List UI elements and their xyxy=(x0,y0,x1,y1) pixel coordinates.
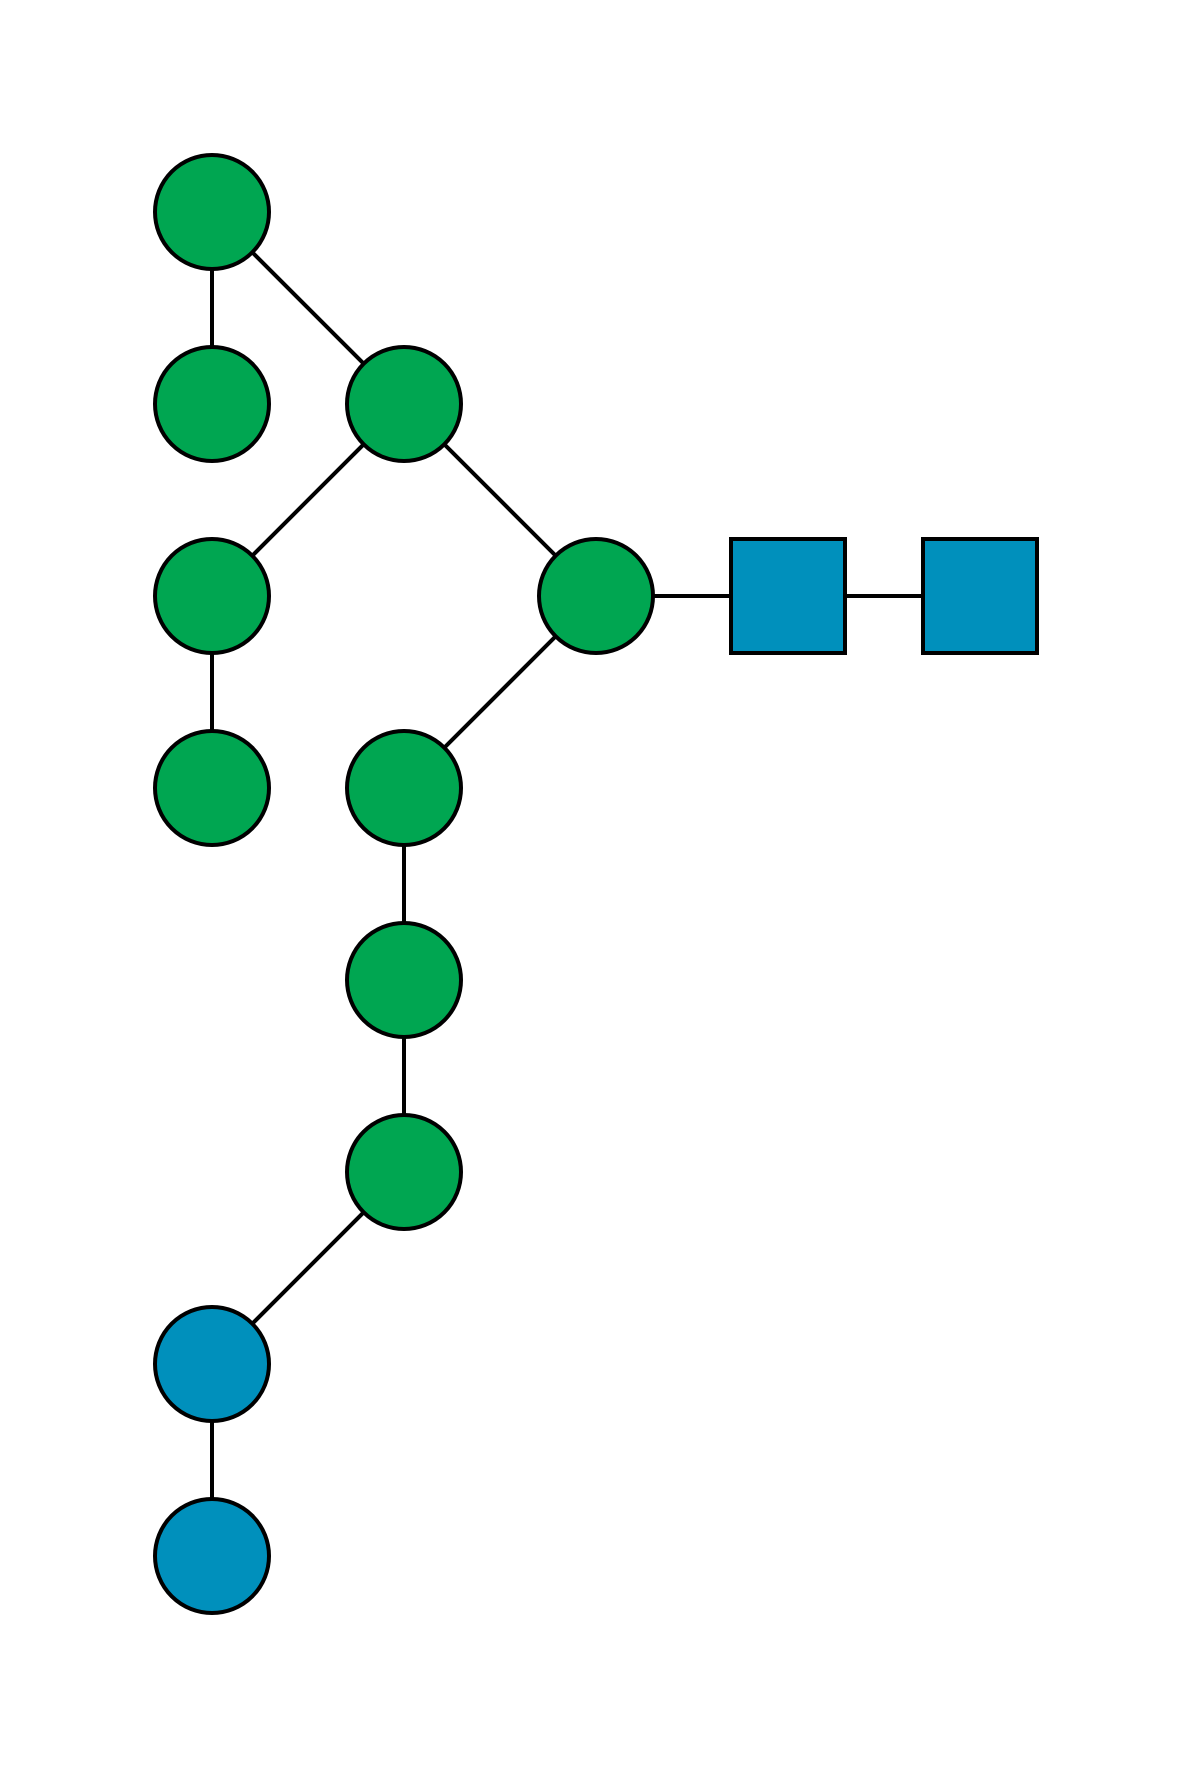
circle-node-n4 xyxy=(153,537,271,655)
circle-node-n5 xyxy=(153,729,271,847)
circle-node-n1 xyxy=(153,153,271,271)
nodes-layer xyxy=(153,153,1039,1615)
circle-node-n10 xyxy=(345,921,463,1039)
square-node-n8 xyxy=(921,537,1039,655)
square-node-n7 xyxy=(729,537,847,655)
circle-node-n3 xyxy=(345,345,463,463)
circle-node-n13 xyxy=(153,1497,271,1615)
circle-node-n11 xyxy=(345,1113,463,1231)
circle-node-n9 xyxy=(345,729,463,847)
circle-node-n2 xyxy=(153,345,271,463)
circle-node-n6 xyxy=(537,537,655,655)
circle-node-n12 xyxy=(153,1305,271,1423)
